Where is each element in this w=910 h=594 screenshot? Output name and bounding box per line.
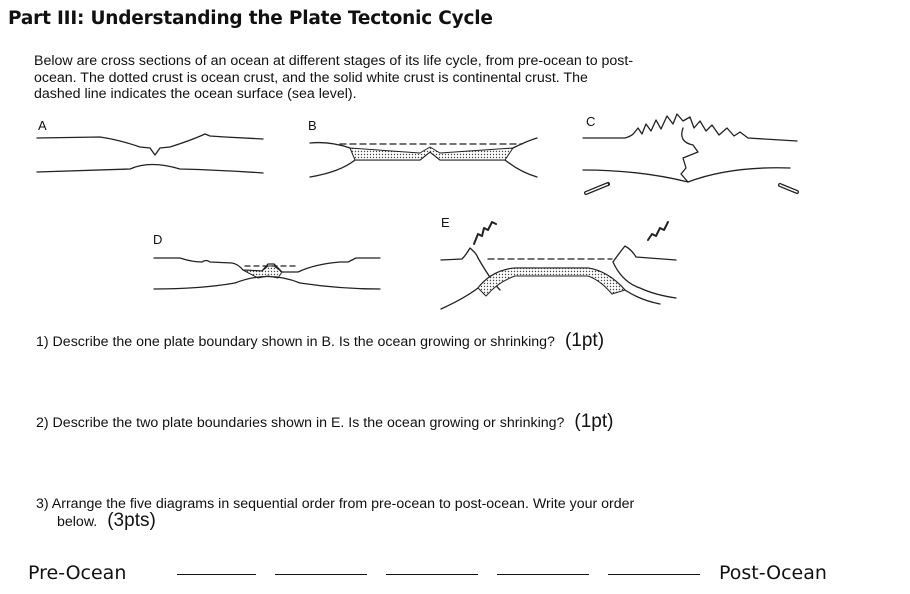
intro-line-1: Below are cross sections of an ocean at … [34, 53, 634, 69]
diagram-d-cross-section [153, 257, 381, 290]
question-3-line-2: below. [57, 513, 98, 530]
question-3-line-1: 3) Arrange the five diagrams in sequenti… [36, 496, 635, 512]
pre-ocean-label: Pre-Ocean [28, 562, 127, 584]
question-1-text: 1) Describe the one plate boundary shown… [36, 334, 555, 350]
diagram-c-cross-section [582, 113, 799, 195]
intro-line-2: ocean. The dotted crust is ocean crust, … [34, 69, 588, 86]
question-2-points: (1pt) [574, 411, 614, 432]
question-3-points: (3pts) [107, 509, 156, 531]
question-3: 3) Arrange the five diagrams in sequenti… [36, 496, 634, 530]
diagram-label-e: E [441, 215, 450, 230]
answer-blank-1[interactable] [177, 574, 256, 575]
diagram-label-c: C [586, 114, 596, 129]
question-1: 1) Describe the one plate boundary shown… [36, 330, 605, 351]
diagram-a-cross-section [36, 133, 264, 174]
answer-blank-2[interactable] [275, 574, 367, 575]
question-2: 2) Describe the two plate boundaries sho… [36, 411, 614, 432]
intro-line-3: dashed line indicates the ocean surface … [34, 86, 357, 102]
answer-blank-5[interactable] [608, 574, 700, 575]
diagram-label-b: B [308, 118, 317, 133]
diagram-b-cross-section [309, 137, 538, 178]
diagram-label-d: D [153, 232, 163, 247]
question-1-points: (1pt) [564, 330, 605, 351]
intro-paragraph: Below are cross sections of an ocean at … [34, 53, 814, 103]
page-title: Part III: Understanding the Plate Tecton… [8, 8, 493, 29]
answer-blank-3[interactable] [386, 574, 478, 575]
answer-blank-4[interactable] [497, 574, 589, 575]
diagram-label-a: A [38, 118, 47, 133]
diagram-e-cross-section [440, 221, 677, 310]
post-ocean-label: Post-Ocean [719, 562, 827, 584]
question-2-text: 2) Describe the two plate boundaries sho… [36, 415, 565, 431]
order-answer-row: Pre-Ocean Post-Ocean [0, 560, 910, 590]
